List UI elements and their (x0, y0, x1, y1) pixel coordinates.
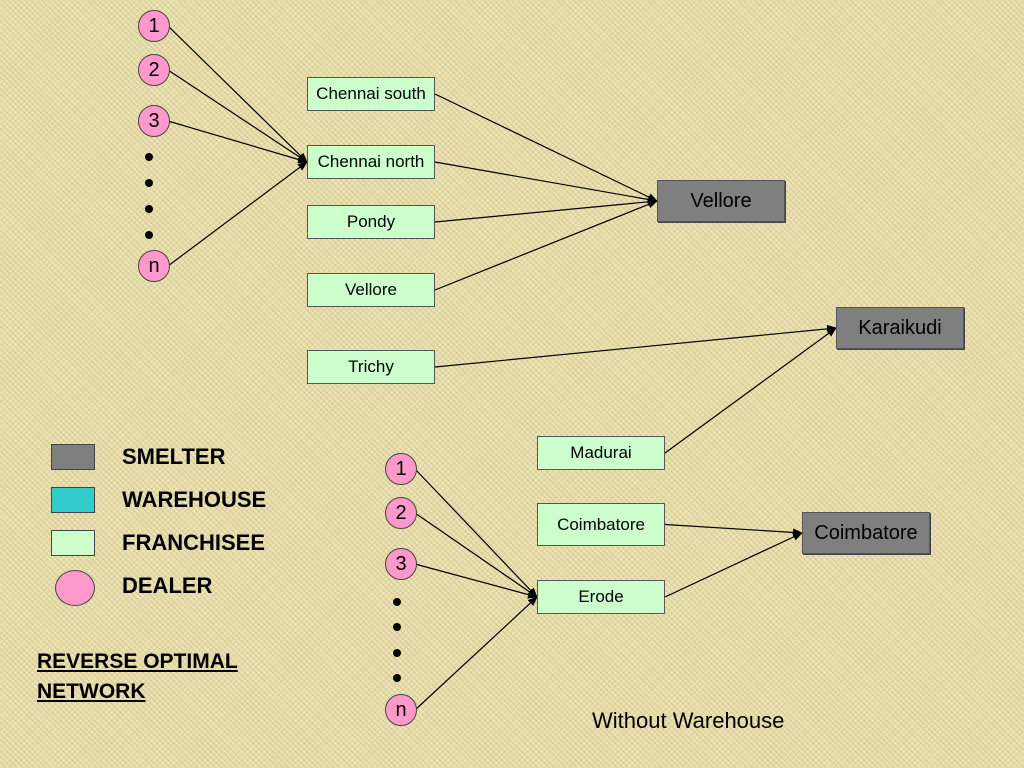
dealer-node: n (385, 694, 417, 726)
franchisee-coimbatore: Coimbatore (537, 503, 665, 546)
flow-arrow (434, 324, 837, 368)
ellipsis-dot (145, 153, 153, 161)
smelter-coimbatore: Coimbatore (802, 512, 930, 554)
franchisee-pondy: Pondy (307, 205, 435, 239)
diagram-title-line-2: NETWORK (37, 680, 146, 703)
dealer-node: 3 (385, 548, 417, 580)
diagram-title-line-1: REVERSE OPTIMAL (37, 650, 238, 673)
flow-arrow (167, 120, 308, 164)
ellipsis-dot (393, 623, 401, 631)
flow-arrow (434, 93, 658, 202)
flow-arrow (434, 197, 658, 223)
franchisee-trichy: Trichy (307, 350, 435, 384)
dealer-node: 2 (385, 497, 417, 529)
legend-swatch-smelter (51, 444, 95, 470)
dealer-node: n (138, 250, 170, 282)
smelter-vellore: Vellore (657, 180, 785, 222)
franchisee-chennai-north: Chennai north (307, 145, 435, 179)
dealer-node: 1 (138, 10, 170, 42)
smelter-karaikudi: Karaikudi (836, 307, 964, 349)
ellipsis-dot (393, 649, 401, 657)
flow-arrow (414, 512, 538, 598)
ellipsis-dot (145, 179, 153, 187)
flow-arrow (167, 161, 308, 267)
ellipsis-dot (393, 598, 401, 606)
flow-arrow (664, 523, 803, 537)
legend-label-warehouse: WAREHOUSE (122, 487, 267, 512)
ellipsis-dot (145, 205, 153, 213)
franchisee-madurai: Madurai (537, 436, 665, 470)
franchisee-vellore: Vellore (307, 273, 435, 307)
flow-arrow (167, 69, 308, 163)
franchisee-chennai-south: Chennai south (307, 77, 435, 111)
legend-swatch-warehouse (51, 487, 95, 513)
legend-label-franchisee: FRANCHISEE (122, 530, 266, 555)
flow-arrow (414, 563, 538, 599)
legend-label-dealer: DEALER (122, 573, 213, 598)
ellipsis-dot (145, 231, 153, 239)
flow-arrow (434, 161, 658, 204)
dealer-node: 1 (385, 453, 417, 485)
diagram-caption: Without Warehouse (592, 708, 785, 733)
flow-arrow (434, 200, 658, 291)
dealer-node: 3 (138, 105, 170, 137)
ellipsis-dot (393, 674, 401, 682)
dealer-node: 2 (138, 54, 170, 86)
flow-arrow (664, 327, 837, 454)
flow-arrow (167, 25, 308, 163)
legend-swatch-dealer (55, 570, 95, 606)
flow-arrow (414, 468, 538, 598)
legend-swatch-franchisee (51, 530, 95, 556)
flow-arrow (664, 532, 803, 598)
legend-label-smelter: SMELTER (122, 444, 226, 469)
flow-arrow (414, 596, 538, 711)
franchisee-erode: Erode (537, 580, 665, 614)
